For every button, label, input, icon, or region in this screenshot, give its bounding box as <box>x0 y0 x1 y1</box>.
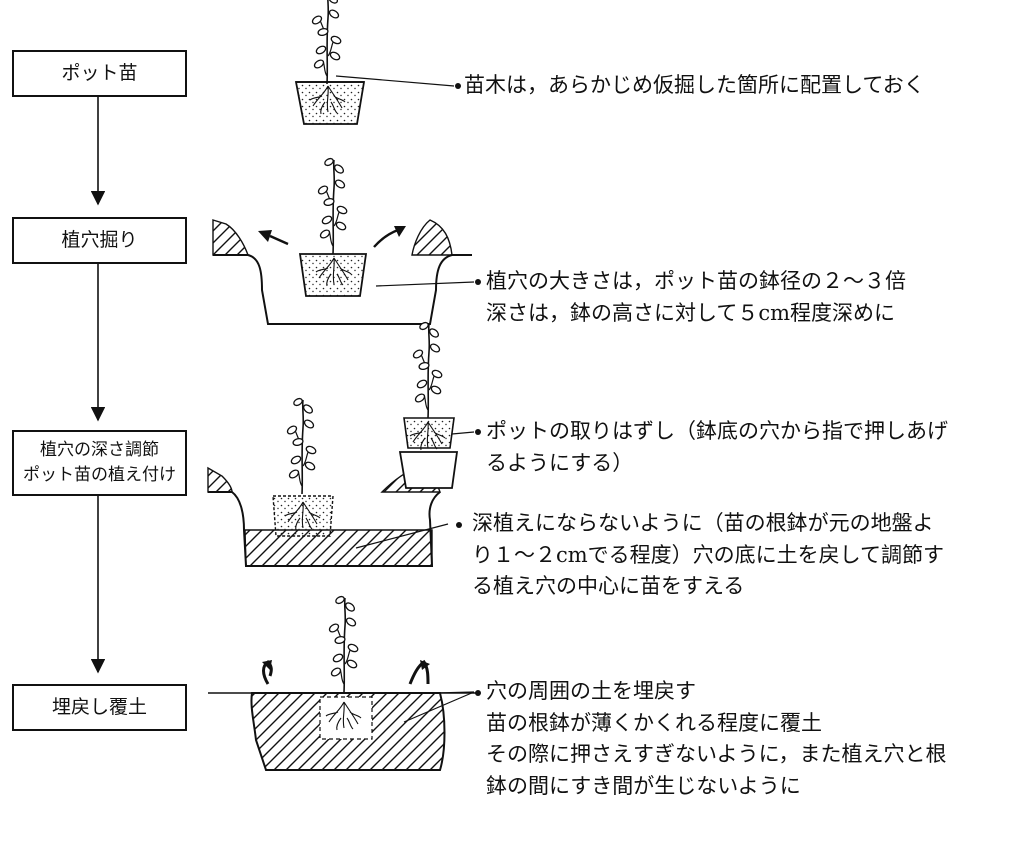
arrow-up-left-icon <box>258 230 289 246</box>
note-step4: 穴の周囲の土を埋戻す 苗の根鉢が薄くかくれる程度に覆土 その際に押さえすぎないよ… <box>486 676 947 802</box>
bullet-dot <box>475 690 481 696</box>
note-step1: 苗木は，あらかじめ仮掘した箇所に配置しておく <box>464 70 925 102</box>
step2-illustration <box>212 156 475 325</box>
note-line: ポットの取りはずし（鉢底の穴から指で押しあげ <box>486 419 948 443</box>
step4-illustration <box>208 594 476 771</box>
pot-icon <box>294 81 366 125</box>
step-box-adjust-depth: 植穴の深さ調節 ポット苗の植え付け <box>12 430 187 496</box>
note-step2: 植穴の大きさは，ポット苗の鉢径の２～３倍 深さは，鉢の高さに対して５cm程度深め… <box>486 266 906 329</box>
step-label: 植穴掘り <box>61 228 138 251</box>
note-step3-pot-removal: ポットの取りはずし（鉢底の穴から指で押しあげ るようにする） <box>486 416 948 479</box>
leader-line-1 <box>335 75 455 87</box>
step1-illustration <box>294 0 455 125</box>
step-box-dig-hole: 植穴掘り <box>12 217 187 264</box>
note-line: 深さは，鉢の高さに対して５cm程度深めに <box>486 300 896 325</box>
note-line: り１～２cmでる程度）穴の底に土を戻して調節す <box>472 542 945 567</box>
bullet-dot <box>475 429 481 435</box>
planting-hole <box>213 254 472 325</box>
refilled-soil <box>244 529 433 567</box>
backfill-arrow-left-icon <box>262 660 273 685</box>
step-label-line-2: ポット苗の植え付け <box>23 465 176 485</box>
dug-soil-right <box>411 219 453 256</box>
leader-line-2 <box>375 281 475 287</box>
bullet-dot <box>455 83 461 89</box>
step3-illustration <box>207 320 475 567</box>
note-step3-depth: 深植えにならないように（苗の根鉢が元の地盤よ り１～２cmでる程度）穴の底に土を… <box>472 508 944 603</box>
seedling-icon <box>310 0 343 85</box>
step-box-backfill: 埋戻し覆土 <box>12 684 187 731</box>
leader-line-4a <box>403 691 475 723</box>
note-line: 植穴の大きさは，ポット苗の鉢径の２～３倍 <box>486 269 906 293</box>
soil-left-bank <box>207 466 233 493</box>
bullet-dot <box>475 279 481 285</box>
seedling-icon <box>327 594 360 693</box>
seedling-icon <box>285 396 318 495</box>
step-label-line-1: 植穴の深さ調節 <box>40 440 159 461</box>
note-line: るようにする） <box>486 450 634 475</box>
leader-line-3a <box>451 431 475 435</box>
dug-soil-left <box>212 219 249 256</box>
note-line: その際に押さえすぎないように，また植え穴と根 <box>486 742 947 766</box>
arrow-up-right-icon <box>373 226 406 248</box>
step-label: ポット苗 <box>61 61 138 84</box>
bullet-dot <box>456 522 462 528</box>
note-line: る植え穴の中心に苗をすえる <box>472 574 745 598</box>
note-line: 苗木は，あらかじめ仮掘した箇所に配置しておく <box>464 73 925 97</box>
pot-removal-illustration <box>398 320 459 489</box>
leader-line-4b <box>435 691 475 694</box>
note-line: 鉢の間にすき間が生じないように <box>486 773 801 798</box>
backfill-arrow-right-icon <box>408 659 430 685</box>
note-line: 深植えにならないように（苗の根鉢が元の地盤よ <box>472 511 934 535</box>
step-box-potted-seedling: ポット苗 <box>12 50 187 97</box>
root-ball-outline <box>319 696 373 740</box>
note-line: 穴の周囲の土を埋戻す <box>486 679 696 703</box>
step-label: 埋戻し覆土 <box>51 695 147 718</box>
note-line: 苗の根鉢が薄くかくれる程度に覆土 <box>486 710 822 735</box>
seedling-icon <box>316 156 349 255</box>
leader-line-3b <box>355 523 449 549</box>
